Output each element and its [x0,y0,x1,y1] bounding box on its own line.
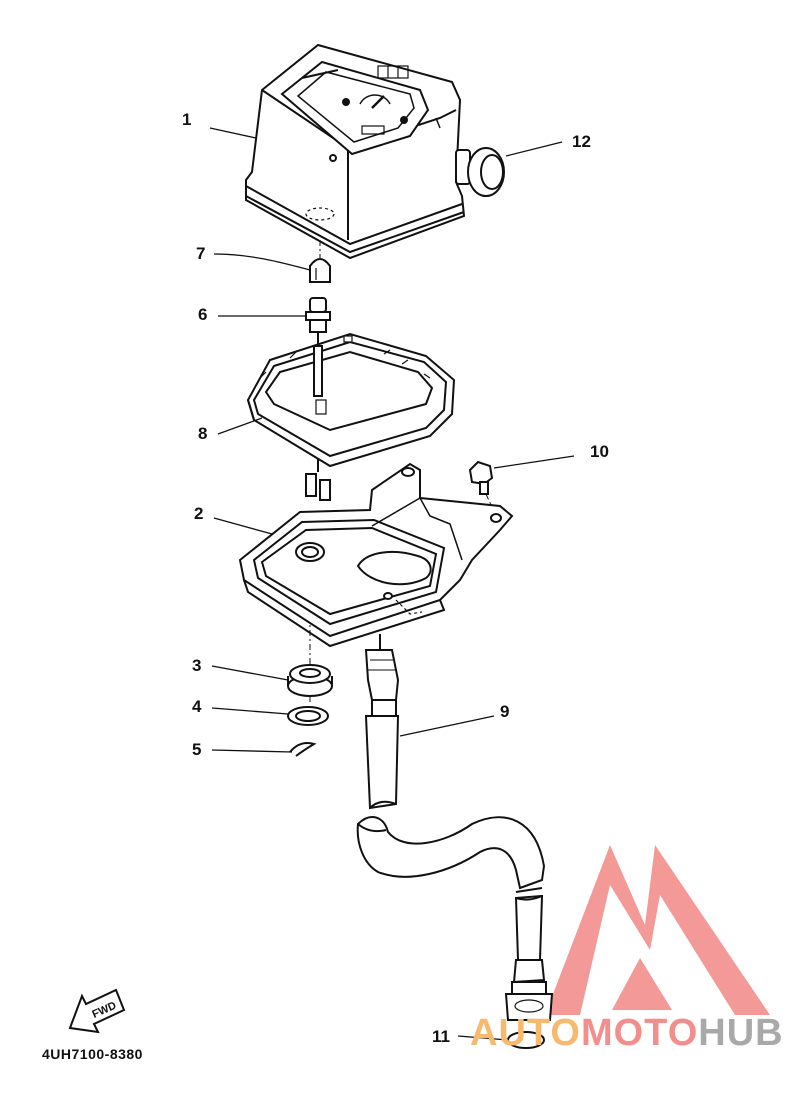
callout-10: 10 [590,442,609,461]
leader-lines [209,127,575,1041]
callout-4: 4 [192,697,202,716]
watermark-moto: MOTO [580,1012,699,1054]
watermark-logo [545,845,770,1015]
fwd-arrow-icon: FWD [68,988,126,1034]
bulb-socket [305,297,331,346]
indicator-bulb [309,258,331,283]
clip [289,742,317,757]
callout-3: 3 [192,656,202,675]
callout-5: 5 [192,740,202,759]
speedometer-housing [245,43,466,260]
wire-connectors [305,458,331,501]
meter-bracket [238,462,514,648]
reset-knob [455,147,505,197]
washer [287,706,329,726]
callout-12: 12 [572,132,591,151]
watermark-auto: AUTO [470,1012,581,1054]
callout-6: 6 [198,305,208,324]
callout-8: 8 [198,424,208,443]
callout-1: 1 [182,110,192,129]
watermark-text: AUTOMOTOHUB [470,1012,784,1055]
mounting-bolt [468,460,494,495]
diagram-part-code: 4UH7100-8380 [42,1046,143,1062]
speedometer-cable [356,634,554,1021]
meter-case-gasket [246,332,456,468]
callout-2: 2 [194,504,204,523]
callout-9: 9 [500,702,510,721]
grommet [287,664,333,697]
watermark-hub: HUB [698,1012,784,1054]
callout-7: 7 [196,244,206,263]
callout-11: 11 [432,1027,450,1046]
